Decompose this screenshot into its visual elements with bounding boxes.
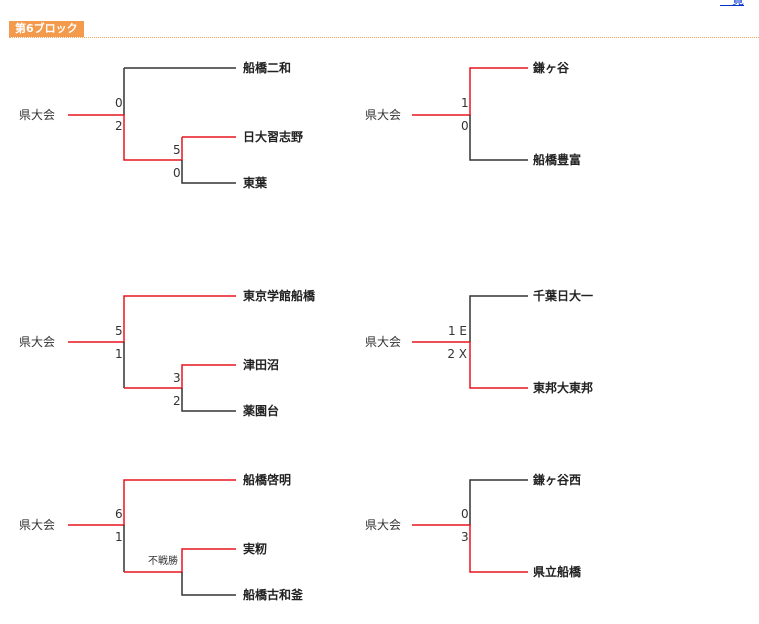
top-link[interactable]: 一覧	[720, 0, 745, 7]
bracket-3-team-1[interactable]: 東京学館船橋	[243, 289, 316, 303]
bracket-5-team-1[interactable]: 船橋啓明	[243, 473, 292, 487]
bracket-1-team-3[interactable]: 東葉	[243, 176, 268, 190]
bracket-5-score-final-bottom: 1	[115, 530, 123, 544]
bracket-3-line-semi	[124, 364, 236, 389]
bracket-2-team-2[interactable]: 船橋豊富	[533, 153, 582, 167]
bracket-1-line-bottom	[68, 114, 236, 161]
bracket-5-line-semi-bottom	[181, 572, 236, 596]
bracket-6-team-2[interactable]: 県立船橋	[533, 565, 582, 579]
bracket-6-team-1[interactable]: 鎌ヶ谷西	[533, 473, 582, 487]
bracket-3-score-final-top: 5	[115, 324, 123, 338]
bracket-6-score-top: 0	[461, 507, 469, 521]
bracket-1-line-top	[123, 67, 236, 115]
bracket-1-score-final-bottom: 2	[115, 119, 123, 133]
block-header: 第6ブロック	[9, 21, 759, 38]
bracket-4-score-top: 1 E	[447, 324, 467, 338]
bracket-5-line-top	[68, 479, 236, 526]
bracket-4-score-bottom: 2 X	[447, 347, 467, 361]
bracket-3-team-3[interactable]: 薬園台	[243, 404, 280, 418]
bracket-6-line-bottom	[412, 524, 528, 573]
bracket-4-team-2[interactable]: 東邦大東邦	[533, 381, 594, 395]
bracket-3-line-semi-bottom	[181, 388, 236, 412]
bracket-3-score-final-bottom: 1	[115, 347, 123, 361]
bracket-2-team-1[interactable]: 鎌ヶ谷	[533, 61, 570, 75]
bracket-4-line-top	[469, 295, 528, 342]
bracket-1-score-final-top: 0	[115, 96, 123, 110]
bracket-6-line-top	[469, 479, 528, 525]
bracket-4-final-label: 県大会	[365, 335, 402, 349]
bracket-3-team-2[interactable]: 津田沼	[243, 358, 280, 372]
bracket-2-line-bottom	[469, 115, 528, 161]
bracket-1-line-semi-bottom	[181, 160, 236, 184]
bracket-4-line-bottom	[412, 341, 528, 389]
bracket-5-line-semi	[124, 548, 236, 573]
bracket-2-score-top: 1	[461, 96, 469, 110]
bracket-1-team-2[interactable]: 日大習志野	[243, 130, 304, 144]
block-title: 第6ブロック	[9, 21, 84, 37]
bracket-6-final-label: 県大会	[365, 518, 402, 532]
bracket-4-team-1[interactable]: 千葉日大一	[533, 289, 594, 303]
bracket-2-final-label: 県大会	[365, 108, 402, 122]
bracket-5-team-3[interactable]: 船橋古和釜	[243, 588, 304, 602]
bracket-1-final-label: 県大会	[19, 108, 56, 122]
bracket-2-line-top	[412, 67, 528, 116]
bracket-3-score-semi-bottom: 2	[173, 394, 181, 408]
bracket-5-score-final-top: 6	[115, 507, 123, 521]
bracket-2-score-bottom: 0	[461, 119, 469, 133]
bracket-1-score-semi-bottom: 0	[173, 166, 181, 180]
bracket-5-team-2[interactable]: 実籾	[243, 542, 268, 556]
bracket-3-score-semi-top: 3	[173, 371, 181, 385]
bracket-3-line-top	[68, 295, 236, 343]
bracket-6-score-bottom: 3	[461, 530, 469, 544]
bracket-5-final-label: 県大会	[19, 518, 56, 532]
bracket-5-walkover-note: 不戦勝	[148, 556, 178, 567]
bracket-1-team-1[interactable]: 船橋二和	[243, 61, 292, 75]
bracket-3-final-label: 県大会	[19, 335, 56, 349]
bracket-1-score-semi-top: 5	[173, 143, 181, 157]
